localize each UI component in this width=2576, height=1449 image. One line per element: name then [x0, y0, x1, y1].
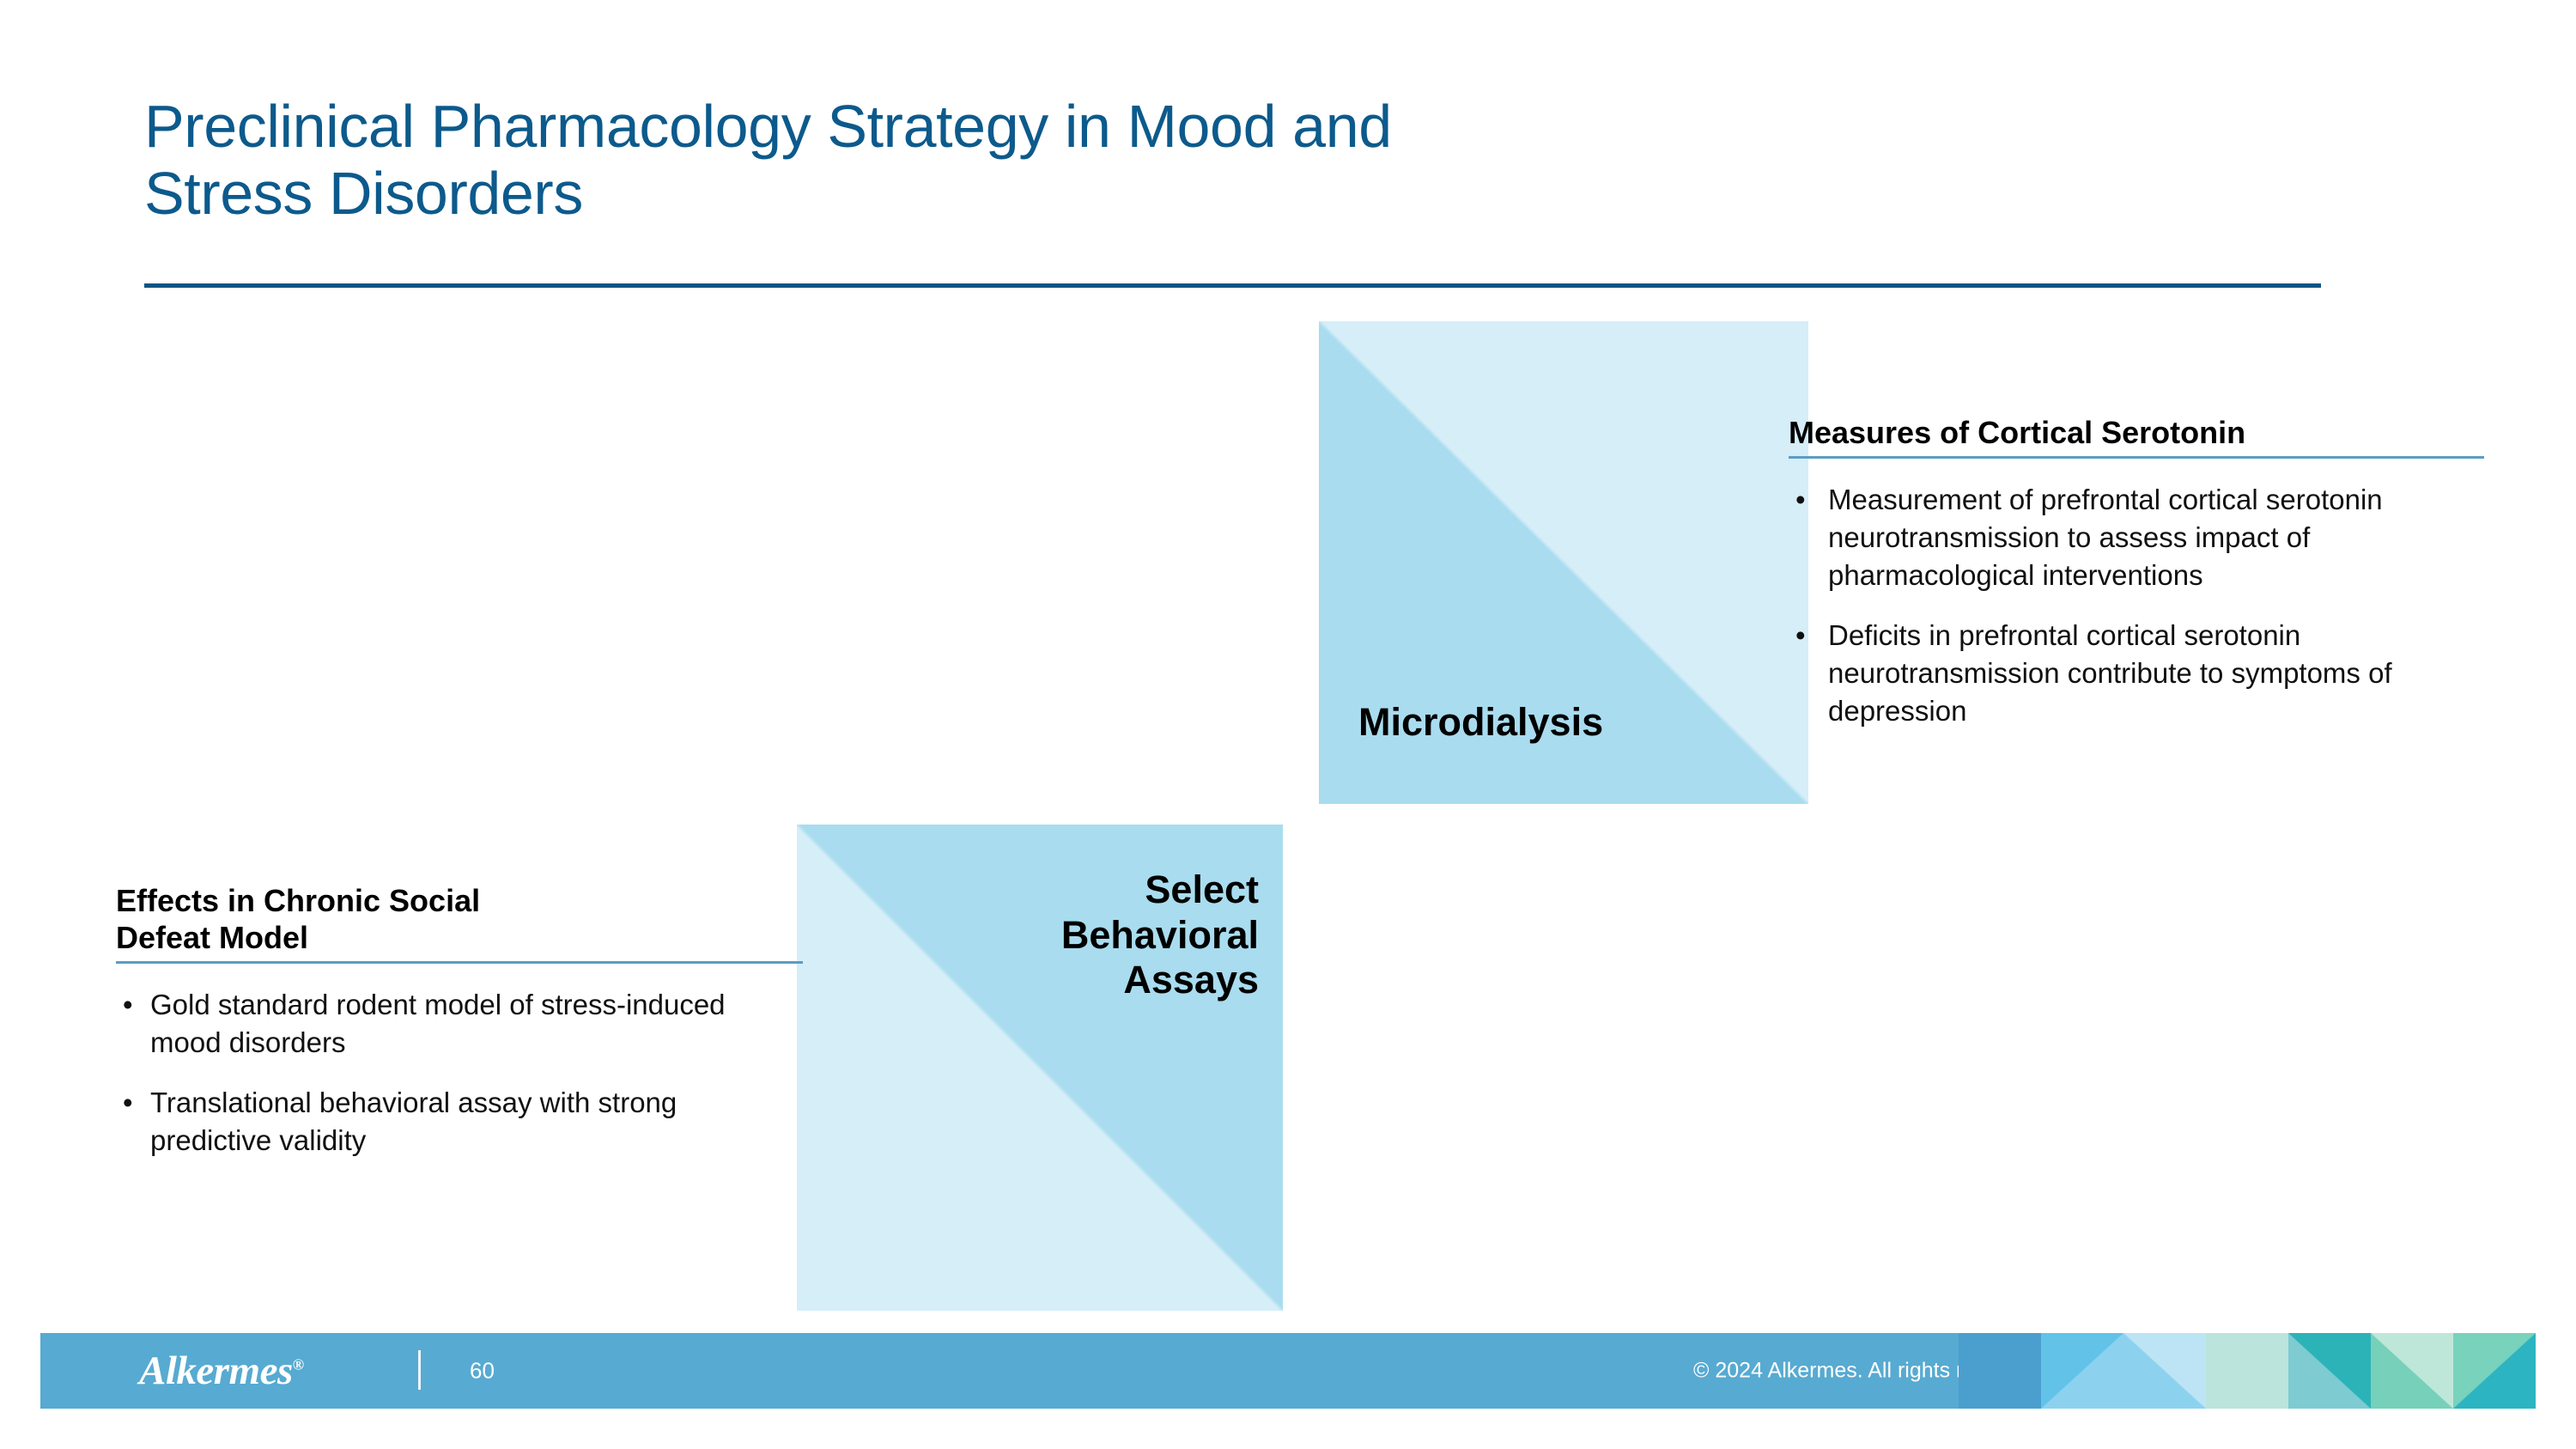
diagram-square-microdialysis: Microdialysis [1319, 321, 1808, 804]
footer-decoration-block [2453, 1333, 2536, 1409]
bullet-dot-icon: • [123, 989, 133, 1021]
page-title: Preclinical Pharmacology Strategy in Moo… [144, 93, 1392, 228]
bullet-dot-icon: • [123, 1087, 133, 1119]
block-left-heading: Effects in Chronic Social Defeat Model [116, 883, 481, 956]
footer-decoration-block [2041, 1333, 2123, 1409]
footer-decoration-block [2123, 1333, 2206, 1409]
list-item-text: Gold standard rodent model of stress-ind… [150, 989, 726, 1059]
list-item: • Measurement of prefrontal cortical ser… [1789, 481, 2484, 594]
text-block-cortical-serotonin: Measures of Cortical Serotonin • Measure… [1789, 414, 2484, 729]
bullet-dot-icon: • [1795, 618, 1806, 651]
list-item-text: Measurement of prefrontal cortical serot… [1828, 484, 2383, 591]
alkermes-logo-text: Alkermes [139, 1349, 293, 1393]
footer-decoration-block [2206, 1333, 2288, 1409]
footer-bar: Alkermes® 60 © 2024 Alkermes. All rights… [40, 1333, 2536, 1409]
list-item: • Gold standard rodent model of stress-i… [116, 986, 803, 1062]
block-right-bullet-list: • Measurement of prefrontal cortical ser… [1789, 481, 2484, 729]
diagram-square-microdialysis-label: Microdialysis [1358, 700, 1604, 745]
footer-decoration-block [2371, 1333, 2453, 1409]
list-item: • Deficits in prefrontal cortical seroto… [1789, 617, 2484, 730]
block-left-divider [116, 961, 803, 965]
text-block-chronic-social-defeat: Effects in Chronic Social Defeat Model •… [116, 882, 803, 1160]
list-item: • Translational behavioral assay with st… [116, 1084, 803, 1160]
title-divider [144, 283, 2321, 288]
footer-divider [418, 1350, 421, 1390]
footer-decoration [1959, 1333, 2536, 1409]
page-number: 60 [470, 1357, 495, 1384]
footer-decoration-block [1959, 1333, 2041, 1409]
block-left-bullet-list: • Gold standard rodent model of stress-i… [116, 986, 803, 1160]
bullet-dot-icon: • [1795, 484, 1806, 516]
alkermes-logo: Alkermes® [139, 1348, 304, 1394]
footer-decoration-block [2288, 1333, 2371, 1409]
diagram-square-behavioral-assays: Select Behavioral Assays [797, 825, 1283, 1311]
diagram-square-behavioral-assays-label: Select Behavioral Assays [1060, 868, 1259, 1002]
list-item-text: Translational behavioral assay with stro… [150, 1087, 677, 1156]
registered-trademark-icon: ® [292, 1355, 304, 1373]
block-right-divider [1789, 456, 2484, 460]
list-item-text: Deficits in prefrontal cortical serotoni… [1828, 618, 2392, 727]
block-right-heading: Measures of Cortical Serotonin [1789, 415, 2246, 450]
